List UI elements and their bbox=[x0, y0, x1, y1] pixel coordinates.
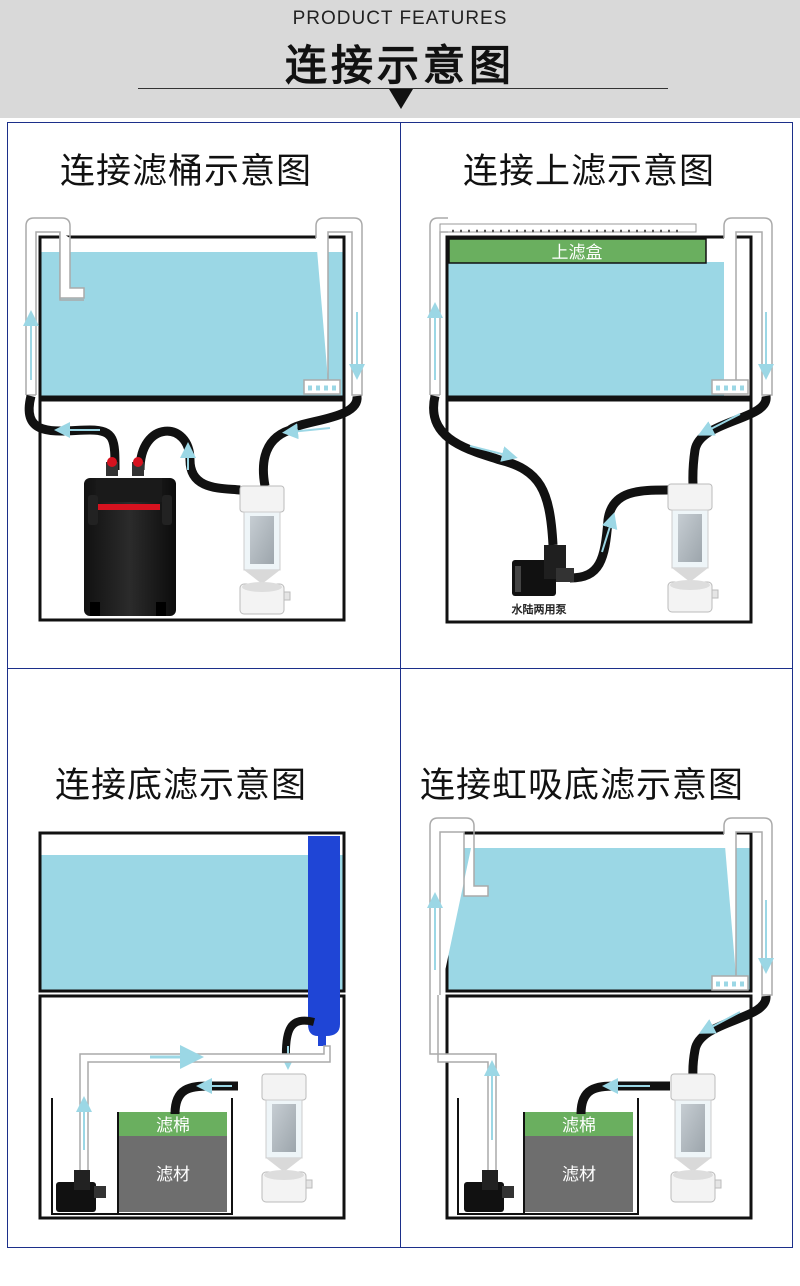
tank bbox=[38, 235, 346, 399]
header-banner: PRODUCT FEATURES 连接示意图 bbox=[0, 0, 800, 118]
return-pipe bbox=[79, 1045, 331, 1182]
panel-title-top-filter: 连接上滤示意图 bbox=[463, 152, 716, 192]
filter-cotton-label: 滤棉 bbox=[156, 1116, 190, 1136]
panel-sump-art: 滤棉 滤材 bbox=[38, 831, 346, 1220]
filter-cotton bbox=[525, 1112, 633, 1136]
panel-title-siphon-sump: 连接虹吸底滤示意图 bbox=[420, 766, 745, 806]
tank-water bbox=[448, 262, 724, 396]
pre-filter bbox=[239, 485, 291, 615]
drip-tray bbox=[439, 223, 697, 233]
pump bbox=[56, 1170, 106, 1212]
upper-filter-box bbox=[448, 238, 707, 264]
panel-top-filter-art: 上滤盒 水陆两用泵 bbox=[427, 217, 774, 624]
pre-filter bbox=[261, 1073, 313, 1203]
panel-siphon-sump-art: 滤棉 滤材 bbox=[427, 817, 774, 1220]
tank-water bbox=[447, 848, 751, 991]
header-rule bbox=[138, 88, 668, 89]
pre-filter bbox=[667, 483, 719, 613]
panel-title-sump: 连接底滤示意图 bbox=[55, 766, 308, 806]
hose bbox=[281, 1016, 315, 1061]
pre-filter bbox=[670, 1073, 722, 1203]
filter-cotton-label: 滤棉 bbox=[562, 1116, 596, 1136]
return-pipe bbox=[429, 817, 475, 995]
inlet-pipe bbox=[429, 217, 448, 395]
filter-media-label: 滤材 bbox=[562, 1165, 596, 1185]
spray-head bbox=[711, 379, 749, 395]
cabinet bbox=[445, 398, 753, 624]
spray-head bbox=[303, 379, 341, 395]
hose bbox=[24, 394, 120, 471]
sump-box bbox=[457, 1098, 639, 1215]
pump-label: 水陆两用泵 bbox=[512, 602, 567, 616]
outlet-pipe bbox=[315, 217, 363, 396]
panel-title-canister: 连接滤桶示意图 bbox=[60, 152, 313, 192]
frame-vertical-divider bbox=[400, 122, 401, 1248]
cabinet bbox=[38, 994, 346, 1220]
header-subtitle: PRODUCT FEATURES bbox=[292, 8, 508, 29]
pump bbox=[512, 545, 574, 596]
tank bbox=[445, 235, 753, 399]
tank-water bbox=[40, 252, 344, 396]
filter-media bbox=[119, 1136, 227, 1212]
frame-horizontal-divider bbox=[7, 668, 793, 669]
canister-filter bbox=[84, 457, 176, 616]
inlet-pipe bbox=[25, 217, 71, 395]
strainer bbox=[711, 975, 749, 991]
filter-cotton bbox=[119, 1112, 227, 1136]
panel-canister-art bbox=[23, 217, 365, 622]
tank bbox=[38, 831, 346, 993]
hose bbox=[429, 395, 558, 546]
outlet-pipe bbox=[723, 217, 773, 396]
tank-water bbox=[40, 855, 344, 991]
upper-filter-box-label: 上滤盒 bbox=[552, 243, 603, 263]
hose bbox=[688, 995, 771, 1079]
sump-box bbox=[51, 1098, 233, 1215]
down-triangle-icon bbox=[389, 89, 413, 109]
filter-media-label: 滤材 bbox=[156, 1165, 190, 1185]
cabinet bbox=[445, 994, 753, 1220]
cabinet bbox=[38, 398, 346, 622]
pump bbox=[464, 1170, 514, 1212]
header-title: 连接示意图 bbox=[284, 41, 515, 90]
siphon-pipe bbox=[723, 817, 773, 996]
filter-media bbox=[525, 1136, 633, 1212]
overflow-pipe bbox=[308, 836, 340, 996]
